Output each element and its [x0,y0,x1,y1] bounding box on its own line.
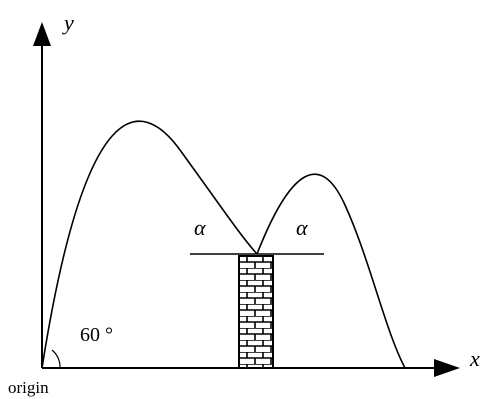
angle-alpha-left: α [194,215,206,240]
y-axis [33,22,51,368]
x-axis-arrow-icon [434,359,460,377]
angle-alpha-right: α [296,215,308,240]
x-axis-label: x [469,346,480,371]
y-axis-arrow-icon [33,22,51,46]
launch-angle-label: 60 ° [80,324,113,346]
launch-angle-arc [51,349,61,369]
trajectory-left [41,120,258,369]
y-axis-label: y [62,10,74,35]
trajectory-right [256,173,406,369]
origin-label: origin [8,378,49,397]
brick-wall [238,255,274,369]
